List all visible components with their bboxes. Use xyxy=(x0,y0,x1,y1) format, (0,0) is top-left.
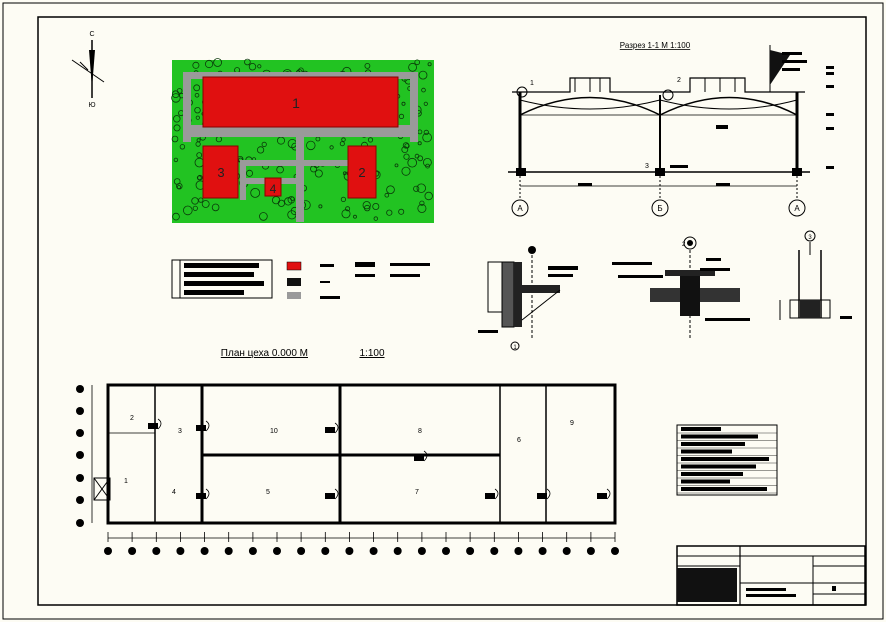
axis-marker xyxy=(76,429,84,437)
axis-marker xyxy=(345,547,354,555)
axis-marker xyxy=(76,451,84,459)
detail-2: 2 xyxy=(612,236,750,340)
site-building-3 xyxy=(202,145,239,199)
road xyxy=(240,160,350,166)
plan-scale: 1:100 xyxy=(359,348,384,359)
section-mark-1: 1 xyxy=(530,80,534,87)
site-legend xyxy=(171,259,430,299)
axis-marker xyxy=(248,547,257,555)
compass-icon: С Ю xyxy=(71,31,105,109)
axis-marker-a2: А xyxy=(794,204,800,213)
door-marks xyxy=(148,418,611,500)
detail-3: 3 xyxy=(779,230,852,320)
axis-marker xyxy=(442,547,450,555)
site-building-4 xyxy=(264,177,282,197)
site-plan: 1 2 3 4 xyxy=(171,58,434,223)
site-number-3: 3 xyxy=(217,165,224,180)
axis-marker xyxy=(490,547,499,555)
room-number-7: 7 xyxy=(415,489,419,496)
axis-marker xyxy=(224,547,233,555)
compass-south-label: Ю xyxy=(88,102,95,109)
detail-mark-1: 1 xyxy=(513,345,517,351)
axis-marker xyxy=(76,496,84,504)
axis-marker xyxy=(76,407,84,415)
room-number-10: 10 xyxy=(270,428,278,435)
axis-marker xyxy=(466,547,475,555)
detail-1: 1 xyxy=(478,246,578,351)
road xyxy=(183,72,191,142)
room-number-9: 9 xyxy=(570,420,574,427)
inner-frame xyxy=(37,16,867,606)
axis-marker xyxy=(176,547,185,555)
section-mark-2: 2 xyxy=(677,77,681,84)
room-number-4: 4 xyxy=(172,489,176,496)
axis-marker xyxy=(273,547,281,555)
axis-marker xyxy=(514,547,523,555)
plan-axis-markers-bottom xyxy=(104,532,619,555)
room-number-6: 6 xyxy=(517,437,521,444)
compass-north-label: С xyxy=(89,31,94,38)
site-building-2 xyxy=(347,145,377,199)
axis-marker xyxy=(128,547,137,555)
axis-marker-a: А xyxy=(517,204,523,213)
plan-title: План цеха 0.000 М xyxy=(221,348,308,359)
room-number-3: 3 xyxy=(178,428,182,435)
plan-axis-markers-left xyxy=(76,385,84,527)
axis-marker xyxy=(562,547,571,555)
detail-mark-3: 3 xyxy=(808,235,812,241)
floor-plan: 2 3 10 8 6 9 1 4 5 7 xyxy=(76,383,619,555)
site-number-4: 4 xyxy=(270,182,277,196)
section-1-1: Разрез 1-1 М 1:100 А Б А xyxy=(508,41,834,217)
section-title: Разрез 1-1 М 1:100 xyxy=(620,41,691,50)
axis-marker xyxy=(104,547,112,555)
elevation-marks xyxy=(826,66,834,169)
road xyxy=(410,72,418,142)
axis-marker xyxy=(393,547,402,555)
axis-marker xyxy=(76,474,84,482)
axis-marker xyxy=(611,547,619,555)
axis-marker-b: Б xyxy=(657,204,662,213)
room-number-1: 1 xyxy=(124,478,128,485)
room-number-8: 8 xyxy=(418,428,422,435)
site-building-1 xyxy=(202,76,399,128)
room-number-5: 5 xyxy=(266,489,270,496)
axis-marker xyxy=(538,547,547,555)
axis-marker xyxy=(321,547,330,555)
axis-marker xyxy=(76,519,84,527)
specification-table xyxy=(676,424,778,496)
axis-marker xyxy=(200,547,209,555)
section-mark-3: 3 xyxy=(645,163,649,170)
axis-marker xyxy=(369,547,378,555)
room-number-2: 2 xyxy=(130,415,134,422)
axis-marker xyxy=(417,547,426,555)
axis-marker xyxy=(586,547,595,555)
site-number-2: 2 xyxy=(358,165,365,180)
detail-mark-2: 2 xyxy=(682,242,686,248)
road xyxy=(296,132,304,222)
road xyxy=(183,125,418,137)
axis-marker xyxy=(297,547,306,555)
site-number-1: 1 xyxy=(292,95,300,111)
road xyxy=(183,72,418,79)
title-block xyxy=(676,545,866,606)
plan-outer-wall xyxy=(106,383,617,525)
axis-marker xyxy=(152,547,161,555)
axis-marker xyxy=(76,385,84,393)
